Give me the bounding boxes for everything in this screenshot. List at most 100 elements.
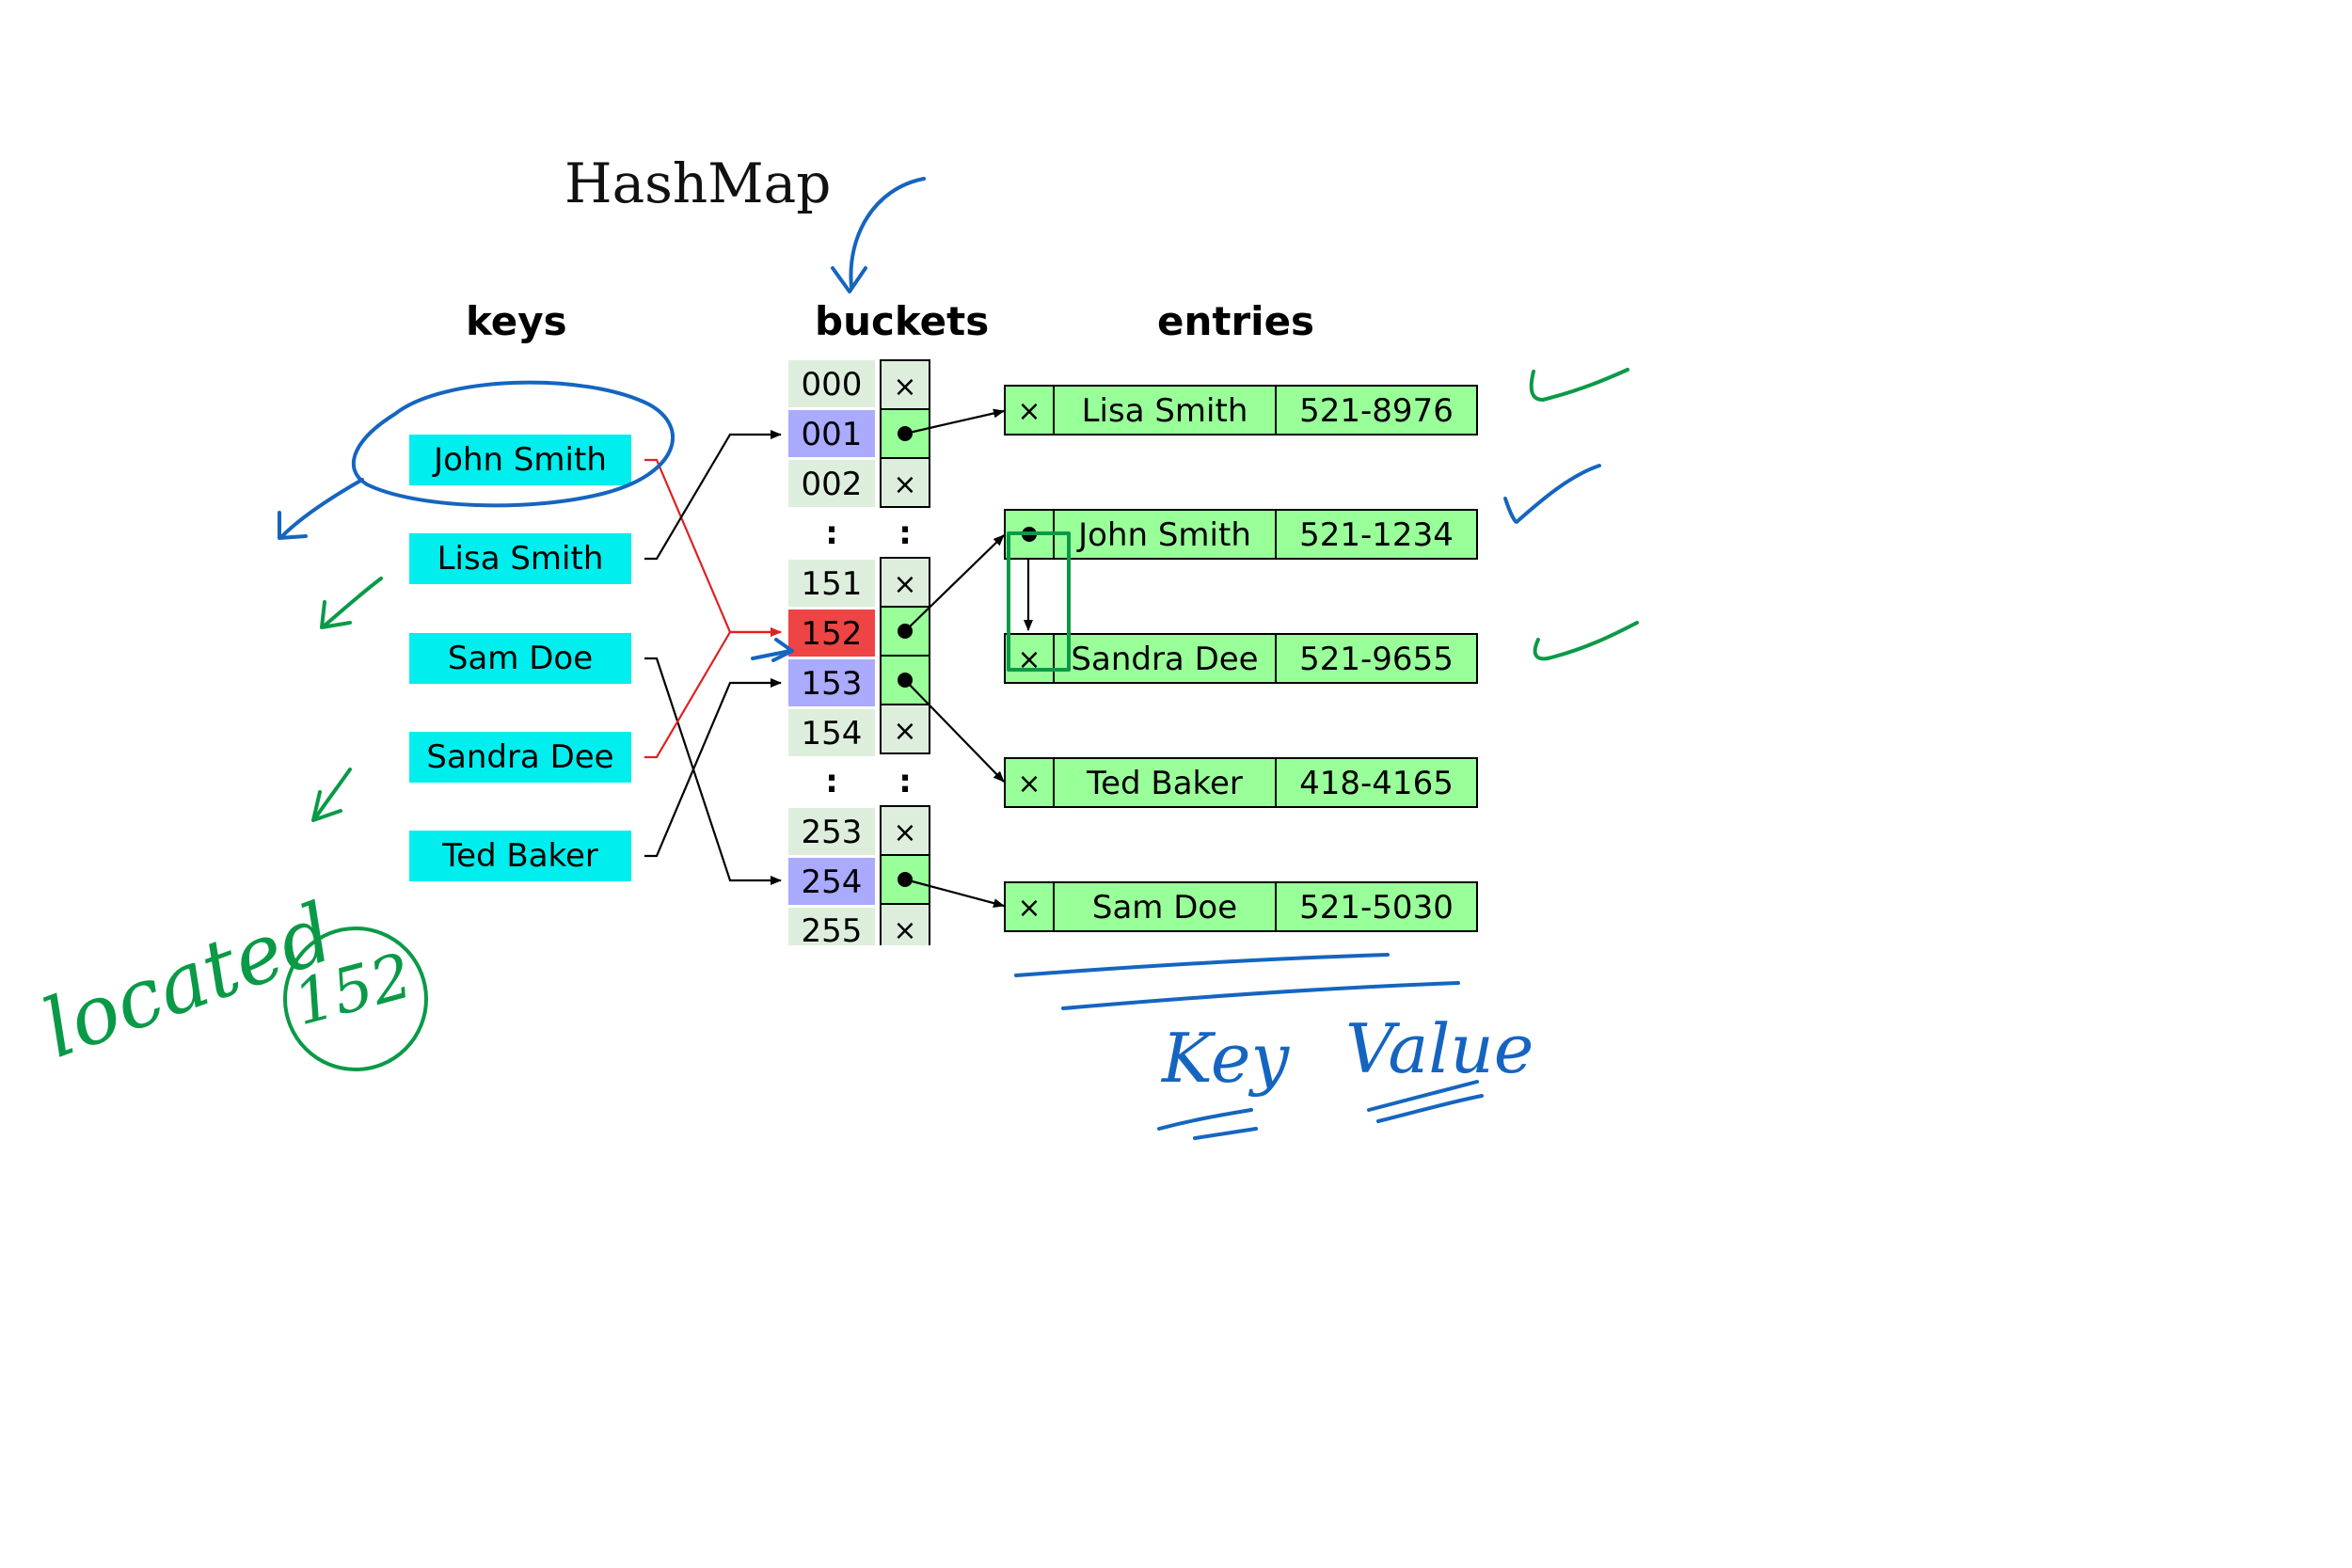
x-mark-icon: × bbox=[893, 914, 916, 947]
key-label: Sam Doe bbox=[448, 640, 593, 677]
bucket-gap: : bbox=[898, 763, 912, 800]
x-mark-icon: × bbox=[1017, 395, 1041, 428]
key-ted-baker: Ted Baker bbox=[409, 831, 631, 881]
arrow-icon bbox=[831, 266, 867, 293]
keys-column: John Smith Lisa Smith Sam Doe Sandra Dee… bbox=[409, 435, 631, 881]
x-mark-icon: × bbox=[893, 568, 916, 601]
bucket-gap: : bbox=[825, 763, 838, 800]
entry-key: Ted Baker bbox=[1086, 765, 1243, 802]
bucket-cell bbox=[788, 858, 875, 905]
value-underline bbox=[1367, 1080, 1479, 1112]
entry-sandra-dee: × Sandra Dee 521-9655 bbox=[1004, 633, 1478, 684]
hashmap-title: HashMap bbox=[564, 151, 831, 215]
bucket-index: 001 bbox=[802, 416, 863, 453]
circle-around-152 bbox=[283, 927, 428, 1071]
bucket-pointer-cell bbox=[880, 805, 930, 856]
x-mark-icon: × bbox=[893, 468, 916, 501]
entries-column: × Lisa Smith 521-8976 John Smith 521-123… bbox=[1004, 385, 1478, 932]
key-label: John Smith bbox=[432, 441, 607, 479]
bucket-pointer-cell bbox=[880, 557, 930, 608]
entries-header: entries bbox=[1157, 298, 1314, 344]
green-annotations bbox=[283, 368, 1639, 1071]
bucket-gap: : bbox=[898, 515, 912, 552]
collision-highlight-box bbox=[1007, 531, 1071, 672]
entry-key: John Smith bbox=[1076, 516, 1251, 554]
arrow-icon bbox=[751, 649, 792, 660]
x-mark-icon: × bbox=[893, 816, 916, 849]
checkmark-icon bbox=[1533, 621, 1639, 661]
bucket-index: 154 bbox=[802, 715, 863, 752]
arrow-icon bbox=[771, 638, 794, 662]
link-sam-doe bbox=[644, 657, 782, 885]
bucket-index: 255 bbox=[802, 912, 863, 950]
checkmark-icon bbox=[1529, 368, 1629, 402]
bucket-pointer-cell bbox=[880, 903, 930, 945]
link-153-ted bbox=[904, 679, 1005, 783]
bucket-index: 254 bbox=[802, 863, 863, 901]
buckets-header: buckets bbox=[815, 298, 989, 344]
x-mark-icon: × bbox=[1017, 768, 1041, 800]
buckets-column: 000 × 001 002 × : : 151 × 152 153 154 bbox=[788, 359, 930, 950]
arrow-icon bbox=[313, 768, 352, 820]
bucket-cell bbox=[788, 610, 875, 657]
key-label: Lisa Smith bbox=[437, 540, 604, 578]
arrow-icon bbox=[320, 600, 352, 629]
bucket-index: 151 bbox=[802, 565, 863, 603]
x-mark-icon: × bbox=[893, 371, 916, 404]
bucket-cell bbox=[788, 908, 875, 945]
bucket-index: 002 bbox=[802, 466, 863, 503]
entry-value: 521-8976 bbox=[1299, 392, 1454, 430]
checkmark-icon bbox=[1503, 464, 1601, 524]
bucket-pointer-cell bbox=[880, 457, 930, 508]
entry-key: Lisa Smith bbox=[1082, 392, 1248, 430]
entry-sam-doe: × Sam Doe 521-5030 bbox=[1004, 881, 1478, 932]
key-value-underline bbox=[1014, 953, 1390, 977]
entry-value: 521-1234 bbox=[1299, 516, 1454, 554]
entry-lisa-smith: × Lisa Smith 521-8976 bbox=[1004, 385, 1478, 436]
value-underline bbox=[1376, 1094, 1484, 1123]
link-152-john bbox=[904, 534, 1005, 632]
bucket-index: 152 bbox=[802, 615, 863, 653]
bucket-cell bbox=[788, 410, 875, 457]
hash-links bbox=[644, 430, 782, 885]
arrow-icon bbox=[311, 790, 342, 822]
key-value-underline bbox=[1061, 981, 1460, 1010]
blue-annotations bbox=[278, 177, 1601, 1140]
key-underline bbox=[1193, 1127, 1258, 1140]
entry-key: Sandra Dee bbox=[1071, 641, 1258, 678]
bucket-cell bbox=[788, 360, 875, 407]
entry-ted-baker: × Ted Baker 418-4165 bbox=[1004, 757, 1478, 808]
arrow-icon bbox=[278, 511, 308, 540]
bucket-cell bbox=[788, 808, 875, 855]
circle-around-john-smith bbox=[351, 380, 675, 508]
bucket-cell bbox=[788, 659, 875, 706]
key-lisa-smith: Lisa Smith bbox=[409, 533, 631, 584]
arrow-icon bbox=[849, 177, 926, 289]
bucket-index: 000 bbox=[802, 366, 863, 404]
entry-value: 418-4165 bbox=[1299, 765, 1454, 802]
key-label: Ted Baker bbox=[441, 837, 598, 875]
bucket-gap: : bbox=[825, 515, 838, 552]
key-annotation: Key bbox=[1160, 1019, 1290, 1098]
bucket-cell bbox=[788, 460, 875, 507]
entry-key: Sam Doe bbox=[1092, 889, 1237, 927]
key-underline bbox=[1157, 1108, 1253, 1131]
link-lisa-smith bbox=[644, 430, 782, 561]
arrow-icon bbox=[280, 478, 364, 538]
key-sandra-dee: Sandra Dee bbox=[409, 732, 631, 783]
entry-john-smith: John Smith 521-1234 bbox=[1004, 509, 1478, 560]
arrow-icon bbox=[323, 577, 383, 627]
bucket-pointer-cell bbox=[880, 704, 930, 754]
keys-header: keys bbox=[466, 298, 567, 344]
link-ted-baker bbox=[644, 678, 782, 858]
x-mark-icon: × bbox=[893, 715, 916, 748]
bucket-index: 253 bbox=[802, 814, 863, 851]
value-annotation: Value bbox=[1345, 1009, 1534, 1088]
bucket-cell bbox=[788, 560, 875, 607]
x-mark-icon: × bbox=[1017, 892, 1041, 925]
link-sandra-dee bbox=[644, 627, 782, 759]
bucket-cell bbox=[788, 709, 875, 756]
key-label: Sandra Dee bbox=[426, 738, 613, 776]
key-john-smith: John Smith bbox=[409, 435, 631, 485]
